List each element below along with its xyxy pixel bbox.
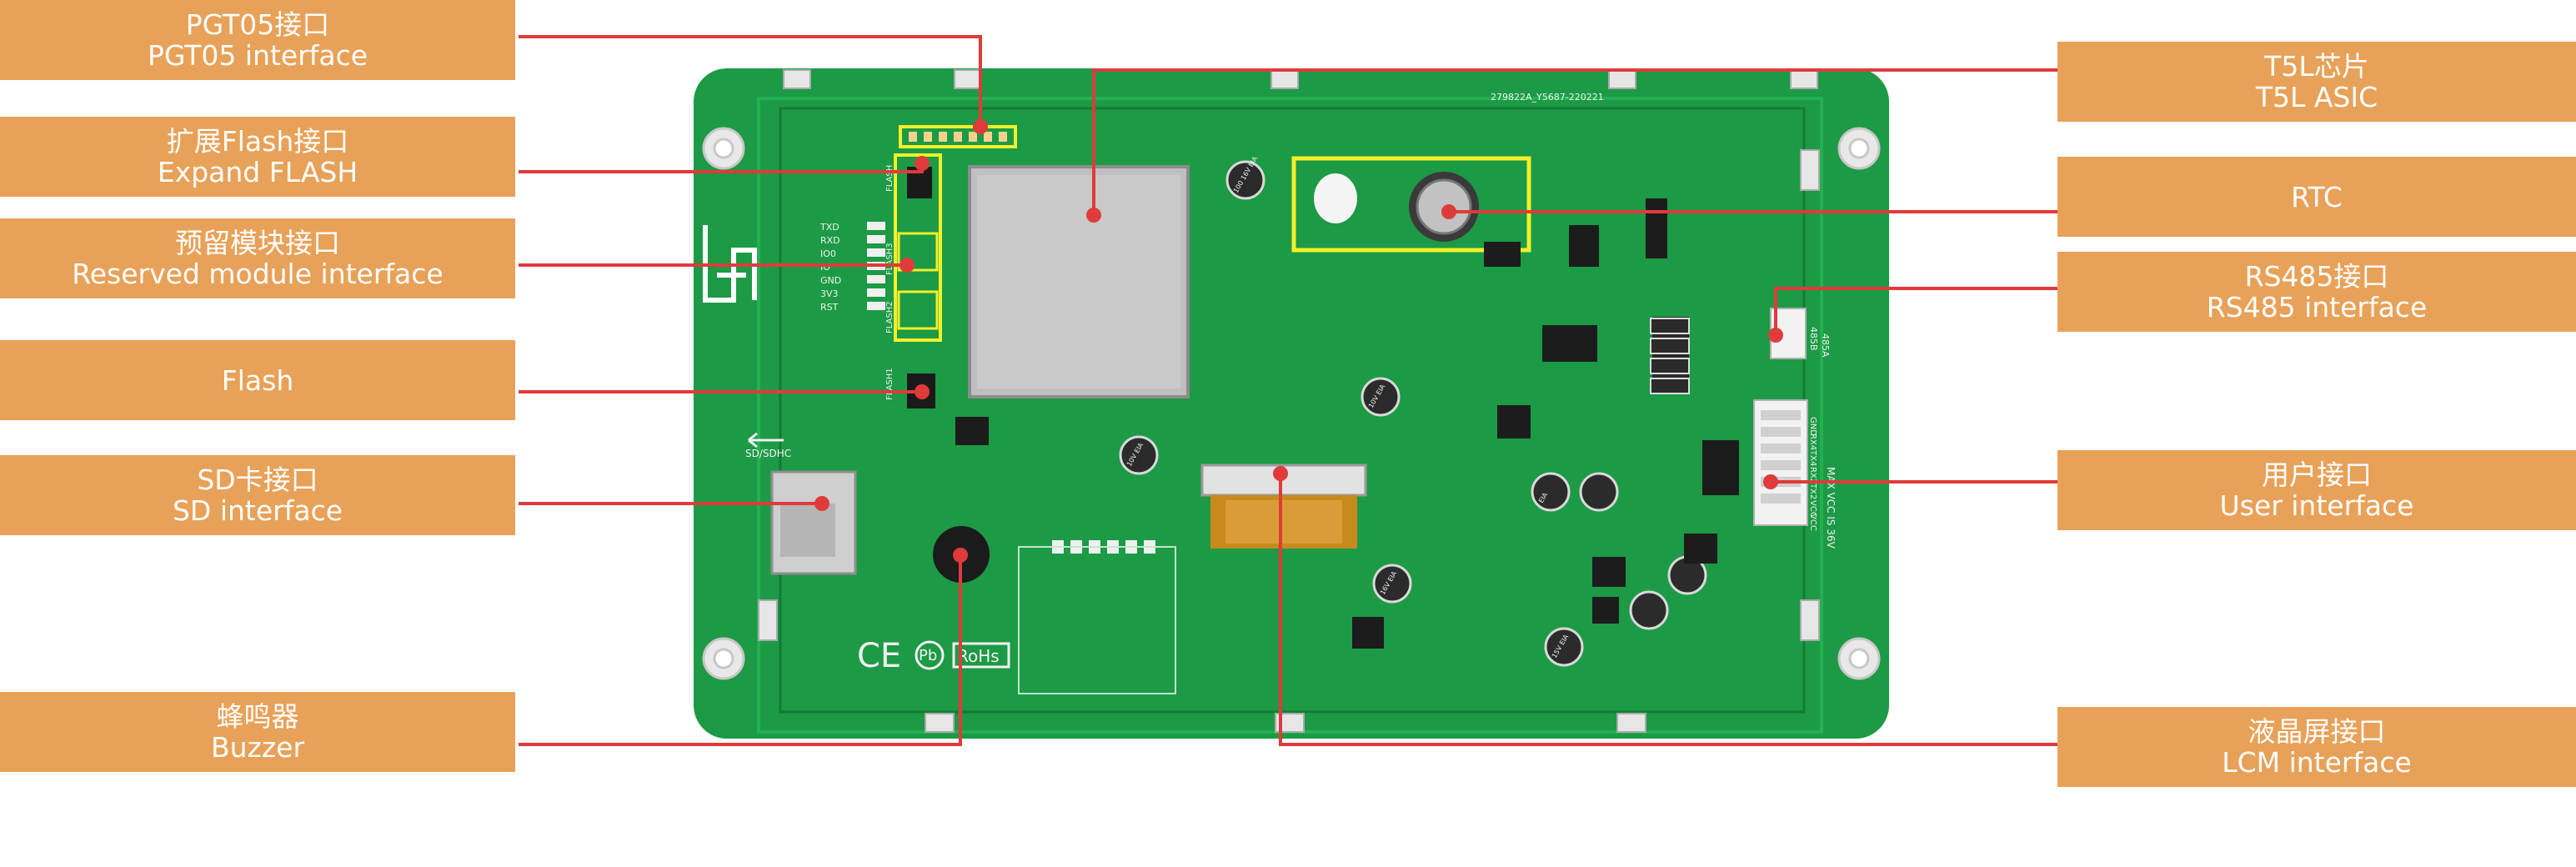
callout-pgt05-zh: PGT05接口 <box>185 8 330 41</box>
callout-pgt05: PGT05接口 PGT05 interface <box>0 0 515 80</box>
module-pin-1: RXD <box>820 235 840 246</box>
callout-expand-flash-en: Expand FLASH <box>157 156 358 188</box>
rs485-pin-b: 485B <box>1808 327 1819 351</box>
antenna-pattern <box>703 225 757 303</box>
user-pin-6: VCC <box>1808 514 1817 531</box>
callout-user-zh: 用户接口 <box>2262 459 2372 491</box>
rtc-area <box>1291 156 1531 253</box>
user-pin-0: GND <box>1808 417 1817 436</box>
flash-tag-0: FLASH <box>885 165 895 192</box>
callout-user-en: User interface <box>2219 489 2414 522</box>
module-pin-3: IO <box>820 262 830 273</box>
flash-tag-2: FLASH2 <box>885 301 895 333</box>
sd-mark-text: SD/SDHC <box>745 448 791 459</box>
user-pin-1: RX4 <box>1808 434 1817 450</box>
callout-t5l-zh: T5L芯片 <box>2264 50 2369 83</box>
user-pin-5: VCC <box>1808 500 1817 518</box>
callout-flash: Flash <box>0 340 515 420</box>
user-pin-4: TX2 <box>1808 483 1817 499</box>
leader-lines <box>519 35 2057 746</box>
module-pin-5: 3V3 <box>820 288 839 299</box>
edge-clips <box>758 69 1820 733</box>
callout-lcm-zh: 液晶屏接口 <box>2248 715 2386 748</box>
callout-reserved-module-en: Reserved module interface <box>72 258 444 290</box>
rs485-pin-a: 485A <box>1820 333 1831 358</box>
callout-rs485-zh: RS485接口 <box>2244 260 2389 293</box>
callout-sd-en: SD interface <box>172 494 343 527</box>
callout-buzzer-en: Buzzer <box>210 731 305 764</box>
user-pin-2: TX4 <box>1808 449 1817 466</box>
module-pin-4: GND <box>820 275 841 286</box>
callout-buzzer: 蜂鸣器 Buzzer <box>0 692 515 772</box>
pcb-id-text: 279822A_Y5687-220221 <box>1491 92 1604 103</box>
callout-t5l-en: T5L ASIC <box>2255 81 2378 113</box>
callout-lcm-en: LCM interface <box>2222 746 2412 779</box>
flash-tag-1: FLASH3 <box>885 243 895 275</box>
callout-rtc-en: RTC <box>2291 180 2343 213</box>
callout-pgt05-en: PGT05 interface <box>147 39 368 72</box>
expand-flash-area <box>894 153 942 342</box>
rohs-mark-box <box>952 642 1010 669</box>
callout-buzzer-zh: 蜂鸣器 <box>216 700 299 733</box>
pb-mark: Pb <box>919 647 937 664</box>
callout-rtc: RTC <box>2057 157 2576 237</box>
callout-reserved-module: 预留模块接口 Reserved module interface <box>0 218 515 298</box>
user-pin-3: RX2 <box>1808 467 1817 484</box>
callout-reserved-module-zh: 预留模块接口 <box>175 227 340 259</box>
callout-t5l: T5L芯片 T5L ASIC <box>2057 42 2576 122</box>
callout-sd: SD卡接口 SD interface <box>0 455 515 535</box>
capacitors <box>1119 160 1707 667</box>
callout-rs485: RS485接口 RS485 interface <box>2057 252 2576 332</box>
module-pin-6: RST <box>820 302 839 313</box>
pgt05-header <box>899 125 1017 148</box>
power-note-text: MAX VCC IS 36V <box>1825 467 1837 549</box>
leader-dots <box>814 119 1783 563</box>
module-pin-0: TXD <box>819 222 839 233</box>
callout-flash-en: Flash <box>221 363 294 397</box>
callout-sd-zh: SD卡接口 <box>197 464 318 496</box>
sd-mark-arrow <box>748 432 784 449</box>
silkscreen-box <box>1018 546 1176 694</box>
callout-expand-flash: 扩展Flash接口 Expand FLASH <box>0 117 515 197</box>
callout-user: 用户接口 User interface <box>2057 450 2576 530</box>
pb-mark-ring <box>915 640 945 670</box>
rohs-mark: RoHs <box>957 646 1000 666</box>
callout-expand-flash-zh: 扩展Flash接口 <box>166 125 349 158</box>
ce-mark: CE <box>857 637 901 675</box>
callout-rs485-en: RS485 interface <box>2206 291 2428 323</box>
diodes <box>1650 318 1690 394</box>
module-pin-2: IO0 <box>820 248 836 259</box>
mounting-holes <box>702 127 1881 680</box>
flash-tag-3: FLASH1 <box>885 368 895 400</box>
callout-lcm: 液晶屏接口 LCM interface <box>2057 707 2576 787</box>
rtc-crystal <box>1314 173 1357 223</box>
